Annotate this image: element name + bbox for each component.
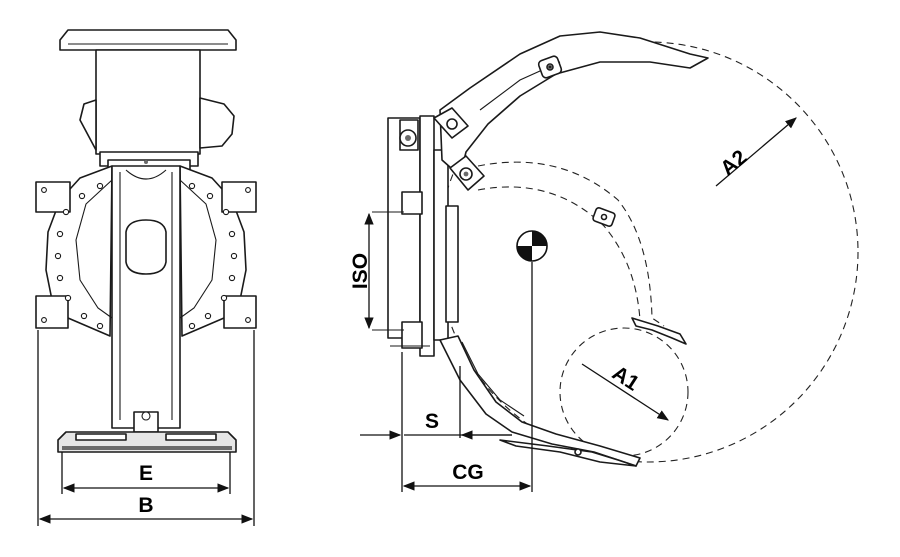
front-view — [35, 29, 257, 453]
side-view — [372, 31, 859, 467]
dimension-a2-label: A2 — [716, 146, 751, 181]
dimension-a2: A2 — [715, 117, 797, 187]
dimension-iso: ISO — [349, 212, 374, 330]
dimension-iso-label: ISO — [349, 253, 372, 289]
dimension-e: E — [61, 452, 231, 494]
dimension-cg-label: CG — [452, 461, 484, 484]
dimension-cg: CG — [402, 262, 533, 492]
dimension-a1-label: A1 — [608, 362, 643, 396]
dimension-s-label: S — [425, 410, 439, 433]
dimension-e-label: E — [139, 462, 153, 485]
dimension-b-label: B — [138, 494, 153, 517]
flange-bolt-holes — [41, 182, 251, 330]
dimension-a1: A1 — [581, 362, 669, 421]
center-of-gravity-marker — [516, 230, 548, 262]
dimension-s: S — [360, 352, 512, 492]
dimension-b: B — [37, 330, 255, 526]
